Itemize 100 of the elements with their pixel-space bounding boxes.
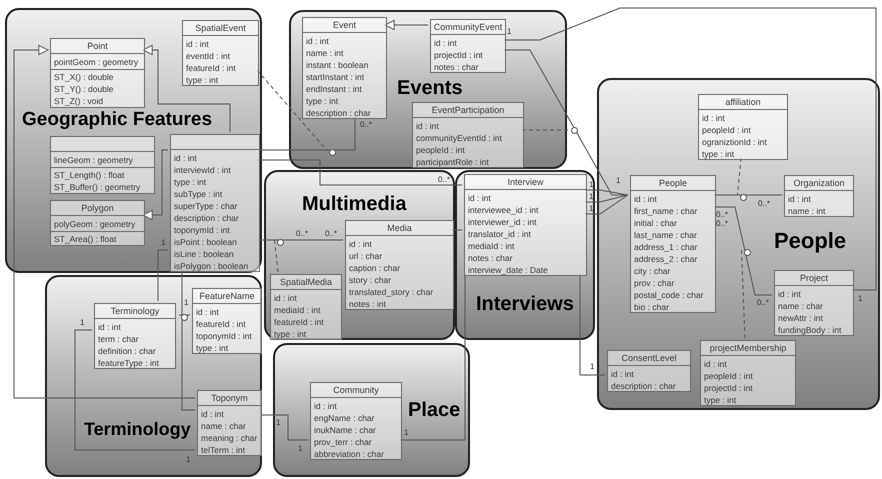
attribute-text: featureId : int [273,316,325,328]
class-box [784,175,854,217]
multiplicity-label: 0..* [716,219,728,228]
attribute-text: id : int [173,152,198,164]
class-box [197,390,262,456]
attribute-text: term : char [97,333,140,345]
class-name: SpatialEvent [183,21,258,36]
attribute-text: ograniztionId : int [701,136,768,148]
attribute-text: caption : char [348,262,402,274]
group-title: Multimedia [302,194,406,214]
attribute-text: prov : char [633,277,676,289]
attribute-text: name : char [200,420,247,432]
attribute-text: meaning : char [200,432,258,444]
attribute-text: lineGeom : geometry [51,154,154,168]
multiplicity-label: 1 [298,444,302,453]
class-name: Interview [465,175,586,190]
attribute-text: id : int [787,193,812,205]
attribute-text: isPoint : boolean [173,236,238,248]
association-line [178,314,190,316]
group-title: Geographic Features [22,110,212,129]
association-line [580,274,606,376]
multiplicity-label: 1 [276,418,280,427]
association-line [256,70,327,150]
class-box [94,303,176,369]
class-name: Terminology [95,304,175,319]
attribute-text: type : int [701,148,736,160]
multiplicity-label: 1 [590,362,594,371]
attribute-text: toponymId : int [195,330,253,342]
group-title: People [774,230,846,252]
multiplicity-label: 1 [161,238,166,247]
class-name: SpatialMedia [271,275,341,290]
class-name: Project [775,271,853,286]
class-box [464,174,587,276]
class-name: ConsentLevel [608,351,690,366]
attribute-text: type : int [305,95,340,107]
attribute-text: id : int [97,321,122,333]
group-title: Terminology [84,420,191,438]
attribute-text: id : int [348,238,373,250]
class-name: Polygon [51,201,144,216]
attribute-text: ST_Buffer() : geometry [53,181,142,193]
group-panel [264,170,455,340]
class-name: projectMembership [701,341,795,356]
attribute-text: superType : char [173,200,238,212]
multiplicity-label: 0..* [757,298,770,307]
attribute-text: instant : boolean [305,59,370,71]
attribute-text: prov_terr : char [313,436,373,448]
attribute-text: definition : char [97,345,157,357]
association-line [258,116,356,150]
multiplicity-label: 0..* [716,210,728,219]
association-line [158,250,168,302]
inheritance-arrow [14,44,196,398]
class-box [345,220,454,310]
class-box [412,102,524,168]
class-name: People [631,176,715,191]
class-box [607,350,691,392]
multiplicity-label: 1 [507,27,512,36]
class-box [700,340,796,406]
attribute-text: address_1 : char [633,241,698,253]
multiplicity-label: 0..* [758,199,770,208]
inheritance-arrow [142,150,168,220]
attribute-text: telTerm : int [200,444,246,456]
multiplicity-label: 0..* [325,229,338,238]
attribute-text: featureId : int [195,318,247,330]
attribute-text: name : int [305,47,344,59]
attribute-text: translator_id : int [467,228,532,240]
attribute-text: description : char [610,380,677,392]
attribute-text: polyGeom : geometry [51,218,144,232]
junction-circle [180,314,188,320]
attribute-text: interviewId : int [173,164,232,176]
class-name: Point [51,39,144,54]
attribute-text: id : int [195,306,220,318]
class-name: Toponym [198,391,261,406]
junction-circle [744,248,750,256]
multiplicity-label: 1 [404,428,408,437]
attribute-text: id : int [433,37,458,49]
association-line [584,194,628,202]
multiplicity-label: 1 [80,318,84,327]
attribute-text: id : int [467,192,492,204]
multiplicity-label: 1 [589,180,594,189]
attribute-text: bio : char [633,301,670,313]
attribute-text: interview_date : Date [467,264,549,276]
attribute-text: notes : char [467,252,514,264]
class-name: EventParticipation [413,103,523,118]
attribute-text: last_name : char [633,229,698,241]
attribute-text: first_name : char [633,205,698,217]
attribute-text: toponymId : int [173,224,231,236]
class-box [774,270,854,336]
association-line [182,270,196,410]
attribute-text: fundingBody : int [777,324,842,336]
attribute-text: name : int [787,205,826,217]
multiplicity-label: 1 [616,176,620,185]
attribute-text: id : int [610,368,635,380]
class-name: Community [311,383,401,398]
attribute-text: translated_story : char [348,286,434,298]
class-box [430,19,506,73]
class-name: affiliation [699,95,787,110]
attribute-text: description : char [305,107,372,119]
inheritance-arrow [142,44,230,132]
attribute-text: id : int [701,112,726,124]
attribute-text: peopleId : int [415,144,466,156]
